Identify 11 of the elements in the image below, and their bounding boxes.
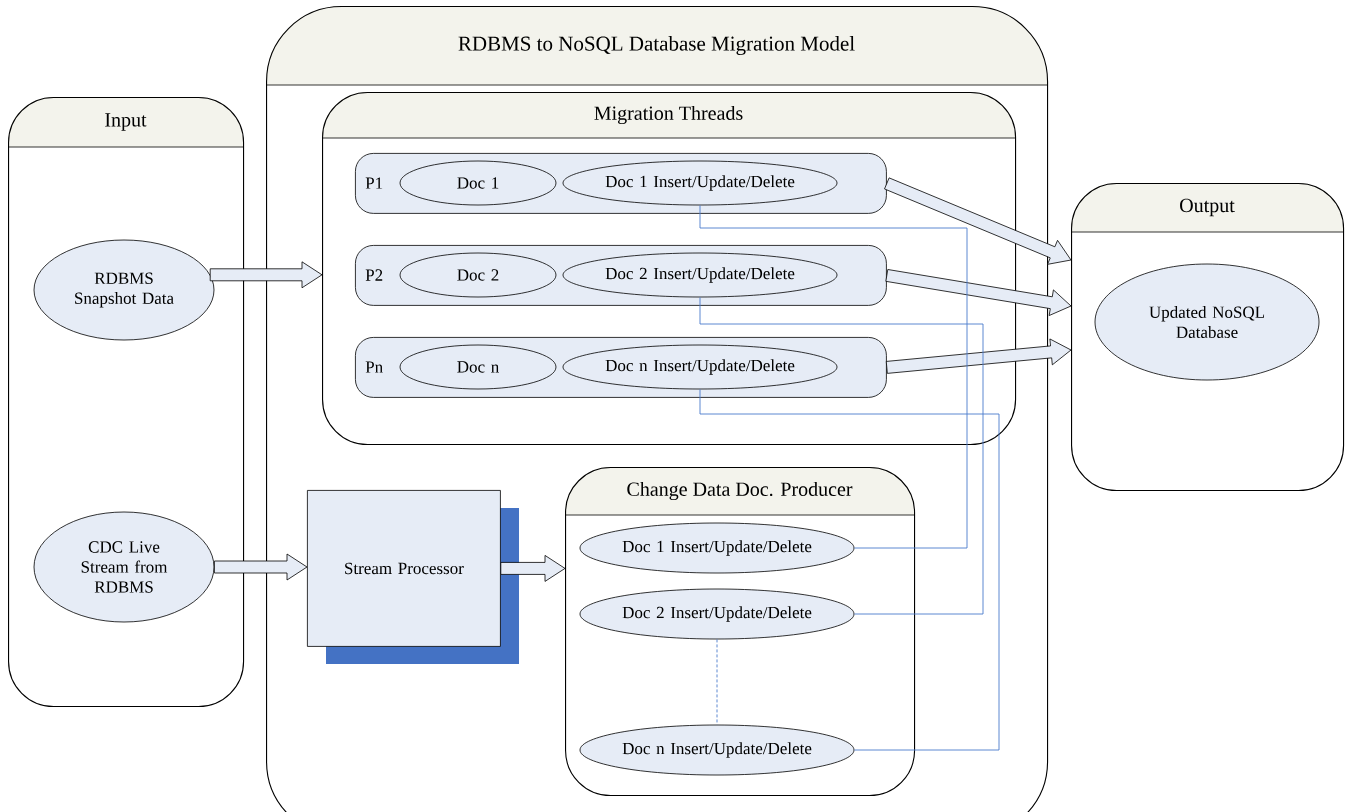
block-arrow: [885, 269, 1072, 316]
connector-line: [699, 296, 984, 615]
block-arrow: [209, 261, 323, 289]
processor-box: Stream Processor: [307, 490, 519, 664]
connector-line: [716, 638, 718, 726]
connector-line: [699, 204, 968, 549]
block-arrow: [885, 338, 1072, 374]
block-arrow: [884, 177, 1072, 265]
connector-line: [699, 388, 1000, 751]
block-arrow: [500, 555, 566, 582]
block-arrow: [214, 553, 308, 581]
